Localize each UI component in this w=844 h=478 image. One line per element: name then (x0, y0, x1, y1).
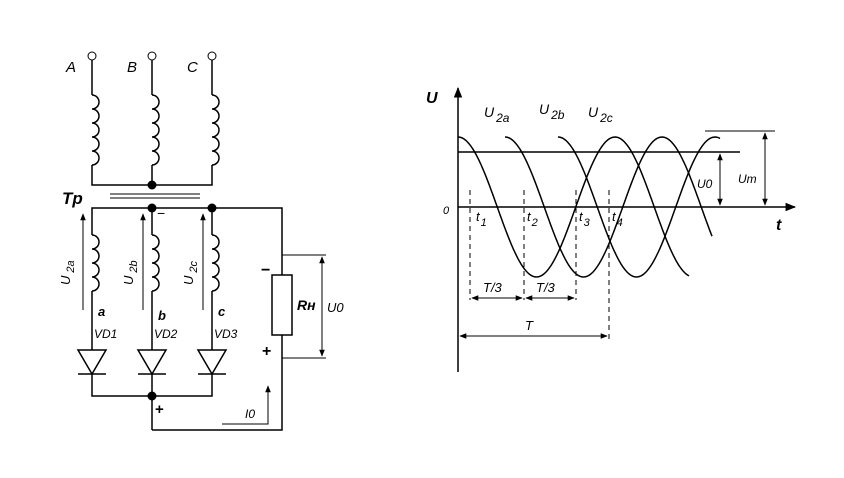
load-minus-sign: − (261, 262, 270, 279)
amplitude-label: Um (738, 172, 757, 186)
secondary-coil-c (211, 234, 220, 292)
voltage-label-2c: U2c (181, 260, 200, 285)
voltage-label-2a: U2a (58, 260, 77, 285)
terminal-b (147, 51, 157, 61)
output-voltage-label: U0 (327, 300, 344, 315)
load-current-arrow (222, 385, 271, 425)
terminal-c (207, 51, 217, 61)
time-marker-t4: t4 (612, 209, 623, 229)
diode-vd2 (136, 349, 168, 376)
terminal-label-c: C (187, 59, 198, 76)
load-current-label: I0 (245, 407, 255, 421)
time-marker-t2: t2 (527, 209, 538, 229)
primary-neutral-node (147, 180, 157, 190)
primary-terminals: A B C (65, 51, 217, 95)
terminal-label-a: A (65, 59, 76, 76)
cathode-node (147, 391, 157, 401)
primary-coil-c (211, 94, 220, 166)
svg-text:U2c: U2c (181, 260, 200, 285)
voltage-label-2b: U2b (121, 260, 140, 285)
diode-label-vd2: VD2 (154, 327, 178, 341)
curve-2a (457, 136, 690, 278)
secondary-neutral-node (147, 203, 157, 213)
time-marker-t1: t1 (476, 209, 487, 229)
svg-text:U2a: U2a (58, 260, 77, 285)
phase-node-a: a (98, 304, 105, 319)
phase-node-b: b (158, 308, 166, 323)
secondary-node-c (207, 203, 217, 213)
secondary-coil-a (91, 234, 100, 292)
load-label: Rн (297, 297, 316, 313)
circuit-schematic: A B C Tp − (58, 51, 344, 431)
diode-vd1 (76, 349, 108, 376)
load-plus-sign: + (262, 343, 271, 360)
x-axis-label: t (776, 217, 782, 234)
period-label: T (525, 318, 534, 333)
curve-2c (557, 136, 721, 278)
interval-label-2: T/3 (536, 280, 556, 295)
primary-coil-b (151, 94, 160, 166)
load-return-wire (152, 335, 283, 431)
svg-text:U2b: U2b (121, 260, 140, 285)
phase-node-c: c (218, 304, 226, 319)
secondary-coil-b (151, 234, 160, 292)
interval-label-1: T/3 (483, 280, 503, 295)
cathode-plus-sign: + (155, 401, 164, 418)
load-resistor (271, 274, 293, 336)
origin-label: 0 (443, 205, 450, 217)
diode-vd3 (196, 349, 228, 376)
terminal-a (87, 51, 97, 61)
secondary-coils (91, 234, 220, 345)
diode-label-vd3: VD3 (214, 327, 238, 341)
transformer-label: Tp (62, 189, 83, 208)
primary-coils (91, 94, 220, 190)
terminal-label-b: B (127, 59, 137, 76)
y-axis-label: U (426, 90, 438, 107)
primary-coil-a (91, 94, 100, 166)
time-marker-t3: t3 (579, 209, 591, 229)
neutral-minus-sign: − (157, 205, 165, 221)
diode-label-vd1: VD1 (94, 327, 117, 341)
secondary-top-bus (91, 207, 283, 275)
dc-level-label: U0 (697, 177, 713, 191)
